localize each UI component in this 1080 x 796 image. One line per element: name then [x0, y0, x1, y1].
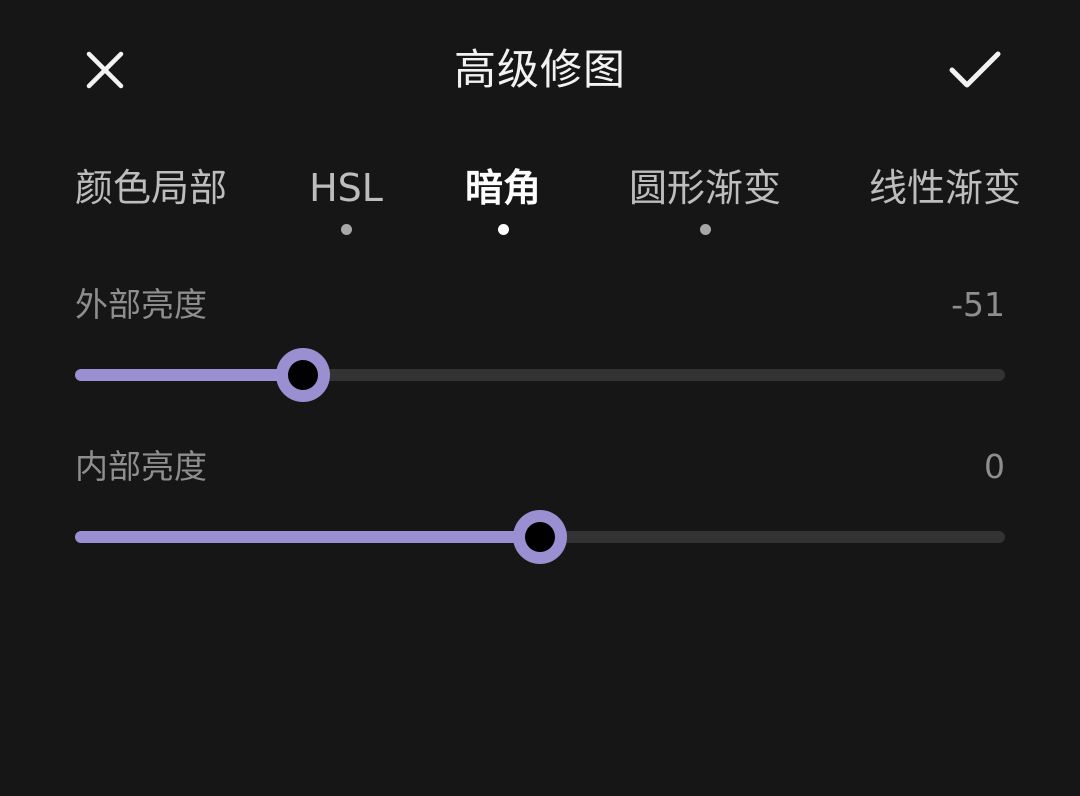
slider-inner-brightness: 内部亮度 0 [75, 442, 1005, 564]
tab-hsl[interactable]: HSL [291, 160, 401, 240]
close-icon [86, 51, 124, 89]
tab-label: 线性渐变 [868, 166, 1021, 210]
tab-bar: 颜色局部 HSL 暗角 圆形渐变 线性渐变 [0, 160, 1080, 240]
close-button[interactable] [70, 35, 140, 105]
check-icon [949, 51, 1001, 88]
tab-label: 圆形渐变 [628, 166, 781, 210]
confirm-button[interactable] [940, 35, 1010, 105]
tab-label: 暗角 [464, 166, 541, 210]
page-title: 高级修图 [453, 45, 626, 94]
tab-vignette[interactable]: 暗角 [453, 160, 553, 240]
slider-thumb-center [287, 360, 318, 390]
tab-indicator-dot [699, 224, 711, 235]
slider-track[interactable] [75, 510, 1005, 564]
tab-indicator-dot [497, 224, 509, 235]
slider-label: 外部亮度 [75, 285, 207, 324]
slider-label: 内部亮度 [75, 447, 207, 486]
tab-linear-gradient[interactable]: 线性渐变 [860, 160, 1030, 240]
slider-value: 0 [984, 447, 1005, 486]
tab-label: HSL [309, 166, 383, 210]
slider-fill [75, 369, 303, 381]
tab-color-local[interactable]: 颜色局部 [66, 160, 236, 240]
slider-outer-brightness: 外部亮度 -51 [75, 280, 1005, 402]
slider-thumb[interactable] [513, 510, 567, 564]
slider-value: -51 [951, 285, 1005, 324]
tab-radial-gradient[interactable]: 圆形渐变 [620, 160, 790, 240]
slider-thumb-center [525, 522, 555, 552]
slider-track[interactable] [75, 348, 1005, 402]
tab-indicator-dot [340, 224, 352, 235]
tab-label: 颜色局部 [74, 166, 227, 210]
top-bar: 高级修图 [0, 0, 1080, 140]
slider-fill [75, 531, 540, 543]
slider-thumb[interactable] [275, 348, 330, 402]
